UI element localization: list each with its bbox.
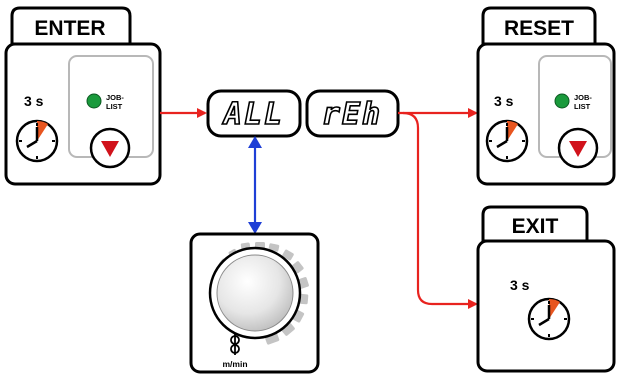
enter-down-button[interactable]: [89, 127, 131, 169]
display-left: ALL: [206, 89, 302, 138]
wire-feed-icon: [230, 334, 240, 355]
down-triangle-icon: [101, 141, 119, 157]
exit-hold-time: 3 s: [510, 277, 530, 293]
reset-title: RESET: [504, 17, 574, 40]
reset-hold-time: 3 s: [494, 93, 514, 109]
knob[interactable]: [208, 246, 302, 340]
reset-job-list-label-1: JOB-: [574, 93, 592, 102]
flow-arrows: [160, 108, 478, 309]
arrow-display-to-exit: [402, 111, 478, 309]
knob-panel: m/min: [189, 232, 320, 374]
arrow-knob-adjust: [248, 136, 262, 234]
display-left-text: ALL: [222, 97, 284, 132]
reset-down-button[interactable]: [557, 127, 599, 169]
knob-unit-label: m/min: [222, 359, 247, 369]
enter-title: ENTER: [34, 17, 105, 40]
enter-panel: ENTER 3 s JOB- LIST: [4, 6, 162, 186]
exit-panel: EXIT 3 s: [476, 205, 616, 373]
reset-panel: RESET 3 s JOB- LIST: [476, 6, 616, 186]
down-triangle-icon: [569, 141, 587, 157]
display-left-frame: [206, 89, 302, 138]
display-right: rEh: [305, 89, 400, 138]
enter-hold-time: 3 s: [24, 93, 44, 109]
enter-job-list-label-2: LIST: [106, 102, 123, 111]
enter-job-list-led: [86, 93, 102, 109]
exit-tab: [481, 205, 589, 243]
reset-timer-icon: [485, 119, 529, 163]
enter-timer-icon: [15, 119, 59, 163]
reset-tab: [481, 6, 597, 46]
enter-job-list-label-1: JOB-: [106, 93, 124, 102]
enter-tab: [10, 6, 132, 46]
reset-job-list-label-2: LIST: [574, 102, 591, 111]
exit-title: EXIT: [512, 215, 559, 238]
exit-timer-icon: [527, 297, 571, 341]
reset-job-list-led: [554, 93, 570, 109]
display-right-text: rEh: [322, 97, 382, 132]
